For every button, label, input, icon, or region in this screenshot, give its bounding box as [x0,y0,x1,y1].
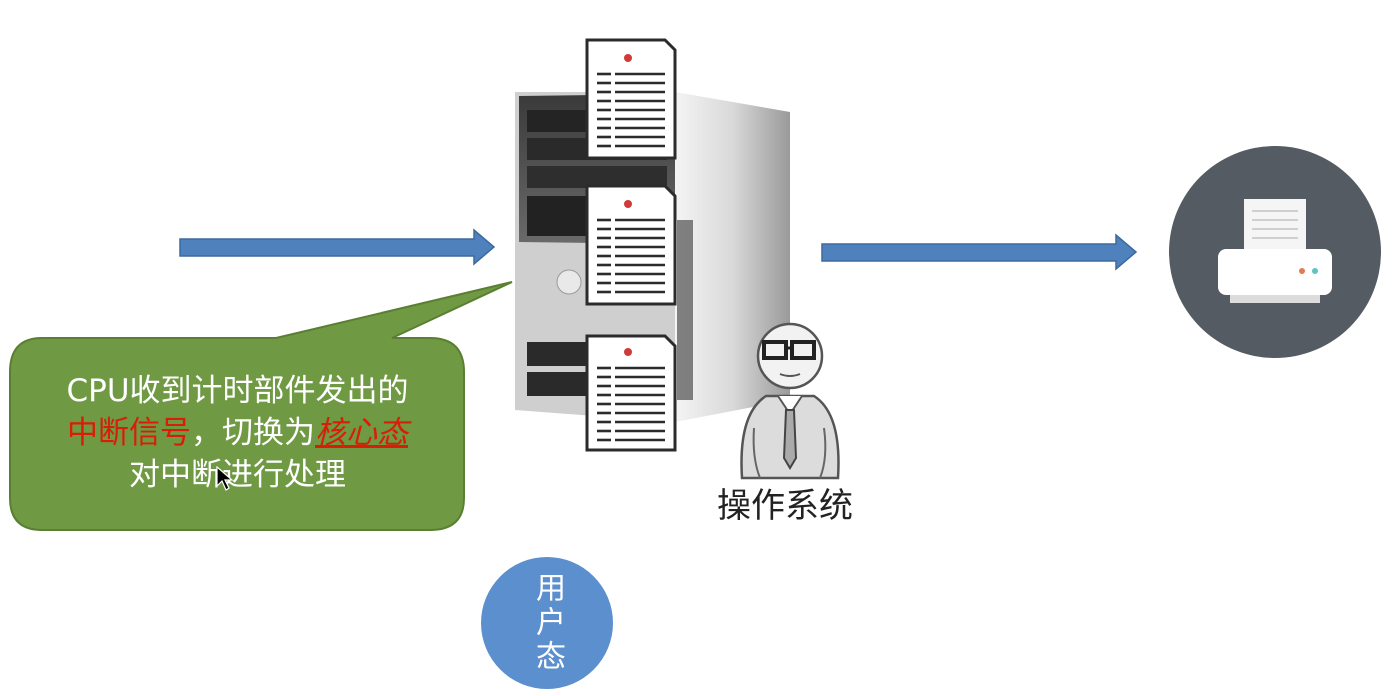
bubble-line-1: CPU收到计时部件发出的 [66,373,409,409]
server-tower-icon [515,38,790,452]
document-icon [585,38,677,160]
document-icon [585,184,677,306]
document-icon [585,334,677,452]
bubble-line-3: 对中断进行处理 [129,457,346,493]
bubble-text: CPU收到计时部件发出的 中断信号，切换为核心态 对中断进行处理 [10,370,465,496]
kernel-mode-text: 核心态 [315,415,408,451]
user-mode-label: 用户态 [530,572,565,674]
interrupt-signal-text: 中断信号 [67,415,191,451]
user-mode-indicator: 用户态 [481,557,613,689]
mouse-cursor-icon [216,466,234,491]
switch-to-text: ，切换为 [191,415,315,451]
arrow-to-printer [821,233,1138,271]
operating-system-label: 操作系统 [717,486,853,526]
bubble-line-2: 中断信号，切换为核心态 [10,412,465,454]
printer-icon [1169,146,1381,358]
speech-bubble [9,281,513,531]
arrow-to-server [179,228,496,266]
operating-system-person-icon [740,322,840,480]
